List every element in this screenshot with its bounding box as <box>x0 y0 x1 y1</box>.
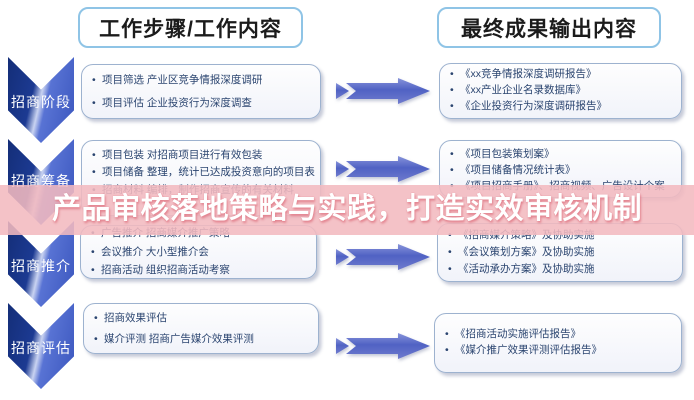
step-item: 项目包装 对招商项目进行有效包装 <box>92 147 314 165</box>
output-item: 《活动承办方案》及协助实施 <box>448 261 676 279</box>
headline-text: 产品审核落地策略与实践，打造实效审核机制 <box>51 192 642 225</box>
flow-arrow-icon <box>336 78 430 104</box>
column-header-outputs: 最终成果输出内容 <box>437 7 661 48</box>
flow-arrow-icon <box>336 244 430 270</box>
output-item: 《xx竞争情报深度调研报告》 <box>450 67 675 83</box>
flow-arrow-icon <box>336 156 430 182</box>
output-item: 《企业投资行为深度调研报告》 <box>450 99 675 115</box>
stage-label: 招商阶段 <box>11 93 71 110</box>
steps-box-4: 招商效果评估 媒介评测 招商广告媒介效果评测 <box>83 303 319 354</box>
flow-arrow-icon <box>336 333 430 359</box>
stage-label: 招商推介 <box>11 257 71 274</box>
headline-banner: 产品审核落地策略与实践，打造实效审核机制 <box>0 185 694 235</box>
stage-chevron-4: 招商评估 <box>8 303 74 389</box>
column-header-steps: 工作步骤/工作内容 <box>78 7 303 48</box>
stage-chevron-1: 招商阶段 <box>8 57 74 143</box>
step-item: 项目筛选 产业区竞争情报深度调研 <box>92 69 314 91</box>
steps-box-1: 项目筛选 产业区竞争情报深度调研 项目评估 企业投资行为深度调查 <box>81 64 321 119</box>
output-item: 《媒介推广效果评测评估报告》 <box>445 343 675 359</box>
step-item: 会议推介 大小型推介会 <box>91 243 310 262</box>
outputs-box-1: 《xx竞争情报深度调研报告》 《xx产业企业名录数据库》 《企业投资行为深度调研… <box>439 63 682 119</box>
step-item: 招商活动 组织招商活动考察 <box>91 261 310 280</box>
outputs-box-4: 《招商活动实施评估报告》 《媒介推广效果评测评估报告》 <box>434 313 682 373</box>
stage-label: 招商评估 <box>11 339 71 356</box>
step-item: 项目评估 企业投资行为深度调查 <box>92 92 314 114</box>
step-item: 媒介评测 招商广告媒介效果评测 <box>94 329 312 350</box>
output-item: 《xx产业企业名录数据库》 <box>450 83 675 99</box>
output-item: 《招商活动实施评估报告》 <box>445 327 675 343</box>
output-item: 《项目包装策划案》 <box>450 147 675 163</box>
output-item: 《项目储备情况统计表》 <box>450 163 675 179</box>
step-item: 招商效果评估 <box>94 308 312 329</box>
output-item: 《会议策划方案》及协助实施 <box>448 244 676 262</box>
step-item: 项目储备 整理，统计已达成投资意向的项目表 <box>92 164 315 182</box>
